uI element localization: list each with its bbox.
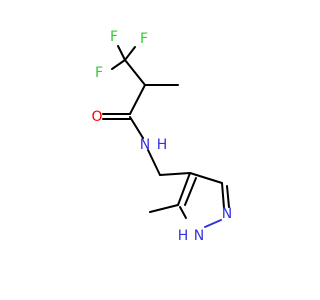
bond-n2-n1 (204, 219, 222, 228)
bond-c4-c5 (177, 172, 191, 206)
atom-amide-h: H (157, 137, 168, 153)
atom-o: O (91, 109, 102, 125)
bond-ch-carbonyl (129, 84, 146, 115)
bond-c5-methyl (149, 204, 179, 213)
bond-carbonyl-n (129, 116, 144, 139)
bond-c-f1 (124, 46, 136, 61)
bond-n-ch2 (147, 149, 161, 176)
atom-f3: F (110, 29, 118, 45)
bond-c3-n2-inner (226, 185, 230, 208)
bond-c4-c3 (189, 172, 223, 184)
atom-f2: F (95, 65, 103, 81)
atom-ring-h: H (178, 228, 189, 244)
bonds (102, 45, 230, 228)
bond-ch2-ring (159, 172, 191, 176)
bond-c-f3 (117, 45, 126, 61)
bond-c3-n2 (221, 182, 225, 209)
atom-amide-n: N (140, 137, 150, 153)
atom-labels: F F F O N H N N H (91, 29, 232, 244)
structure-diagram: F F F O N H N N H (91, 29, 232, 244)
atom-f1: F (140, 31, 148, 47)
atom-ring-nh: N (194, 228, 204, 244)
bond-c4-c5-inner (184, 177, 197, 206)
atom-ring-n: N (222, 206, 232, 222)
bond-n1-c5 (179, 206, 187, 219)
molecule-canvas: F F F O N H N N H (91, 29, 233, 244)
bond-c-f2 (111, 59, 126, 70)
bond-cf3-ch (124, 59, 146, 86)
